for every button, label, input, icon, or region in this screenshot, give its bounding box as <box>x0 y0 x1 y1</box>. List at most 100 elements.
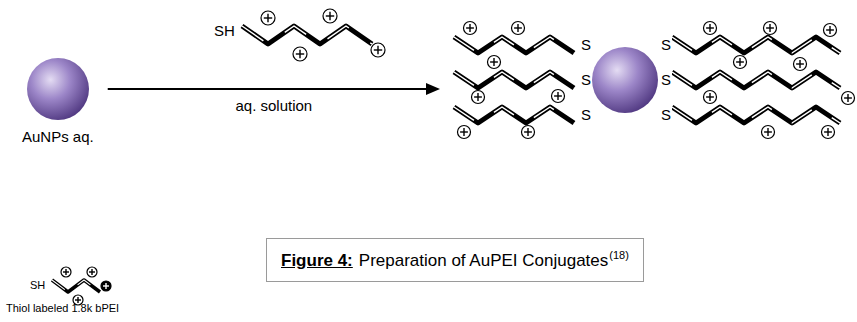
charge-circle <box>824 24 837 37</box>
positive-charge <box>704 91 717 104</box>
charge-circle <box>842 92 855 105</box>
charge-circle <box>522 126 535 139</box>
plus-bar <box>827 128 828 136</box>
pei-chain-highlight <box>672 72 840 88</box>
sulfur-atom: S <box>580 71 592 88</box>
charge-circle <box>704 91 717 104</box>
charge-circle <box>762 126 775 139</box>
plus-bar <box>377 46 378 54</box>
arrow-head <box>426 83 440 95</box>
charge-circle <box>472 91 485 104</box>
plus-bar <box>527 128 528 136</box>
reagent-label: Thiol labeled 1.8k bPEI <box>6 302 119 314</box>
charge-circle <box>261 11 275 25</box>
positive-charge <box>261 11 275 25</box>
nanoparticle-icon <box>25 56 91 122</box>
positive-charge <box>472 91 485 104</box>
pei-chain-highlight <box>672 107 840 123</box>
plus-bar <box>91 269 92 275</box>
gold-nanoparticle <box>592 47 658 113</box>
plus-bar <box>493 58 494 66</box>
plus-bar <box>767 128 768 136</box>
charge-circle <box>293 47 307 61</box>
plus-bar <box>517 24 518 32</box>
positive-charge <box>488 56 501 69</box>
pei-chain-highlight <box>454 72 574 88</box>
charge-circle <box>764 22 777 35</box>
charge-circle <box>371 43 385 57</box>
positive-charge <box>842 92 855 105</box>
positive-charge <box>822 126 835 139</box>
positive-charge <box>704 22 717 35</box>
plus-bar <box>847 94 848 102</box>
pei-chain-highlight <box>52 280 100 292</box>
charge-circle <box>87 267 97 277</box>
charge-circle <box>488 56 501 69</box>
pei-chain <box>672 72 840 88</box>
figure-number: Figure 4: <box>281 251 353 270</box>
pei-chain <box>672 107 840 123</box>
reaction-arrow <box>108 83 440 95</box>
positive-charge <box>762 126 775 139</box>
sulfur-atom: S <box>660 106 672 123</box>
positive-charge <box>61 267 71 277</box>
arrow-shaft <box>108 88 428 90</box>
positive-charge <box>512 22 525 35</box>
positive-charge <box>464 22 477 35</box>
positive-charge <box>323 9 337 23</box>
pei-chain <box>454 72 574 88</box>
charge-circle <box>464 22 477 35</box>
positive-charge <box>293 47 307 61</box>
pei-chain <box>454 107 574 123</box>
pei-chain <box>52 280 100 292</box>
positive-charge <box>552 90 565 103</box>
positive-charge <box>824 24 837 37</box>
positive-charge <box>764 22 777 35</box>
caption-box: Figure 4:Preparation of AuPEI Conjugates… <box>266 238 644 282</box>
pei-chain <box>454 37 574 53</box>
charge-circle <box>512 22 525 35</box>
node-label: AuNPs aq. <box>22 128 94 145</box>
plus-bar <box>267 14 268 22</box>
plus-bar <box>557 92 558 100</box>
charge-circle <box>458 126 471 139</box>
plus-bar <box>299 50 300 58</box>
sulfur-atom: S <box>660 36 672 53</box>
conjugate-node: S S S S S S <box>448 0 857 178</box>
plus-bar <box>477 93 478 101</box>
reference-number: (18) <box>609 249 629 261</box>
pei-chain <box>672 37 840 53</box>
plus-bar <box>799 60 800 68</box>
charge-circle <box>704 22 717 35</box>
sulfur-atom: S <box>660 71 672 88</box>
pei-chain-highlight <box>672 37 840 53</box>
positive-charge <box>794 58 807 71</box>
positive-charge <box>87 267 97 277</box>
arrow-label: aq. solution <box>235 97 312 114</box>
plus-bar <box>329 12 330 20</box>
charge-circle <box>61 267 71 277</box>
charge-circle <box>101 281 111 291</box>
pei-chain-highlight <box>454 107 574 123</box>
pei-chain <box>242 26 372 44</box>
thiol-group: SH <box>30 279 45 291</box>
plus-bar <box>709 24 710 32</box>
sulfur-atom: S <box>580 36 592 53</box>
charge-circle <box>822 126 835 139</box>
charge-circle <box>552 90 565 103</box>
plus-bar <box>463 128 464 136</box>
charge-circle <box>323 9 337 23</box>
thiol-group: SH <box>214 22 235 39</box>
sulfur-atom: S <box>580 106 592 123</box>
charge-circle <box>794 58 807 71</box>
nanoparticle-node: AuNPs aq. <box>22 56 94 145</box>
charge-circle <box>734 56 747 69</box>
plus-bar <box>739 58 740 66</box>
positive-charge <box>522 126 535 139</box>
pei-chain-highlight <box>454 37 574 53</box>
plus-bar <box>769 24 770 32</box>
positive-charge <box>101 281 111 291</box>
